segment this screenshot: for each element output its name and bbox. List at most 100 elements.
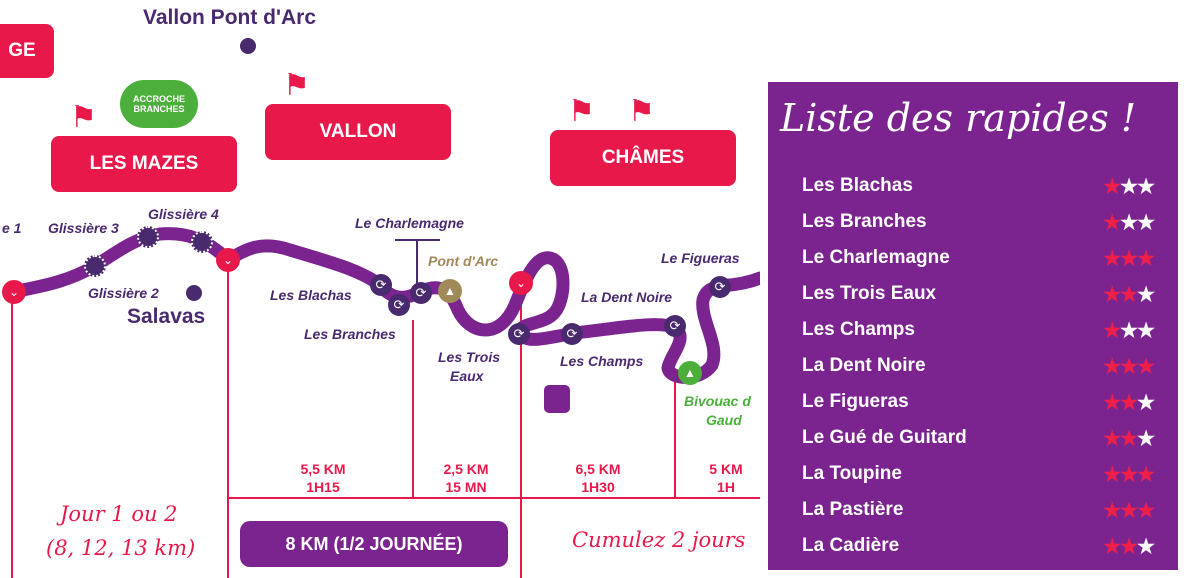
divider-line [228, 497, 760, 499]
star-icon: ★ [1137, 535, 1155, 558]
rapid-name: La Cadière [802, 535, 900, 556]
star-icon: ★ [1103, 499, 1121, 522]
rapid-swirl-icon: ⟳ [410, 282, 432, 304]
stop-box-vallon[interactable]: VALLON [265, 104, 451, 160]
star-icon: ★ [1120, 283, 1138, 306]
rapid-marker-icon [84, 255, 106, 277]
stop-label: LES MAZES [89, 153, 199, 174]
rapid-swirl-icon: ⟳ [709, 276, 731, 298]
label-bivouac: Bivouac d [684, 393, 751, 409]
flag-icon: ⚑ [568, 95, 595, 128]
segment-distance: 5,5 KM [300, 461, 346, 477]
stop-box-chames[interactable]: CHÂMES [550, 130, 736, 186]
label-trois-eaux-2: Eaux [450, 368, 484, 384]
star-icon: ★ [1120, 211, 1138, 234]
accroche-branches-logo: ACCROCHE BRANCHES [120, 80, 198, 128]
label-glissiere-4: Glissière 4 [148, 206, 219, 222]
segment-distance: 2,5 KM [443, 461, 489, 477]
rapid-swirl-icon: ⟳ [370, 274, 392, 296]
bus-icon [544, 385, 570, 413]
label-glissiere-1: e 1 [2, 220, 22, 236]
stop-box-partial[interactable]: GE [0, 24, 54, 78]
half-day-label: 8 KM (1/2 JOURNÉE) [285, 533, 463, 554]
rapid-name: La Toupine [802, 463, 902, 484]
segment-distance: 5 KM [709, 461, 743, 477]
rapid-list-item: Les Trois Eaux★★★ [802, 276, 1155, 312]
rapid-name: Le Gué de Guitard [802, 427, 967, 448]
star-icon: ★ [1120, 355, 1138, 378]
star-icon: ★ [1137, 463, 1155, 486]
rapid-swirl-icon: ⟳ [664, 315, 686, 337]
rapid-list-item: La Pastière★★★ [802, 492, 1155, 528]
star-icon: ★ [1103, 355, 1121, 378]
half-day-button[interactable]: 8 KM (1/2 JOURNÉE) [240, 521, 508, 567]
star-icon: ★ [1120, 535, 1138, 558]
rapid-name: Les Trois Eaux [802, 283, 937, 304]
star-icon: ★ [1137, 355, 1155, 378]
divider-line [412, 320, 414, 498]
rapid-name: La Pastière [802, 499, 904, 520]
star-icon: ★ [1120, 391, 1138, 414]
stop-box-les-mazes[interactable]: LES MAZES [51, 136, 237, 192]
star-icon: ★ [1103, 319, 1121, 342]
label-branches: Les Branches [304, 326, 396, 342]
rapid-swirl-icon: ⟳ [508, 323, 530, 345]
star-icon: ★ [1137, 211, 1155, 234]
star-icon: ★ [1103, 283, 1121, 306]
label-pont-darc: Pont d'Arc [428, 253, 499, 269]
star-rating: ★★★ [1103, 390, 1155, 415]
rapid-name: La Dent Noire [802, 355, 926, 376]
rapid-list-item: Les Champs★★★ [802, 312, 1155, 348]
town-dot [240, 38, 256, 54]
rapid-list-item: Le Charlemagne★★★ [802, 240, 1155, 276]
star-icon: ★ [1137, 175, 1155, 198]
town-vallon-pont-darc: Vallon Pont d'Arc [143, 6, 317, 29]
cumulate-note: Cumulez 2 jours [572, 528, 746, 552]
star-icon: ★ [1120, 499, 1138, 522]
rapid-name: Les Blachas [802, 175, 913, 196]
rapid-list-item: La Dent Noire★★★ [802, 348, 1155, 384]
rapid-list-item: Les Branches★★★ [802, 204, 1155, 240]
label-glissiere-3: Glissière 3 [48, 220, 119, 236]
stop-marker-icon: ⌄ [2, 280, 26, 304]
label-trois-eaux: Les Trois [438, 349, 500, 365]
rapid-list-item: La Cadière★★★ [802, 528, 1155, 564]
star-icon: ★ [1120, 175, 1138, 198]
star-rating: ★★★ [1103, 318, 1155, 343]
rapid-name: Le Figueras [802, 391, 909, 412]
segment-4: 5 KM 1H [681, 460, 771, 496]
segment-time: 15 MN [445, 479, 487, 495]
day-note: Jour 1 ou 2 [60, 502, 178, 526]
star-rating: ★★★ [1103, 210, 1155, 235]
town-salavas: Salavas [127, 305, 206, 328]
arch-icon: ▲ [438, 279, 462, 303]
stop-label: GE [8, 40, 36, 61]
segment-time: 1H30 [581, 479, 615, 495]
logo-text: ACCROCHE BRANCHES [132, 94, 185, 114]
rapid-list-item: Le Figueras★★★ [802, 384, 1155, 420]
rapid-marker-icon [191, 231, 213, 253]
divider-line [227, 262, 229, 578]
star-icon: ★ [1137, 283, 1155, 306]
stop-marker-icon: ⌄ [216, 248, 240, 272]
star-icon: ★ [1137, 319, 1155, 342]
star-icon: ★ [1137, 391, 1155, 414]
rapids-list-panel: Liste des rapides ! Les Blachas★★★Les Br… [768, 82, 1178, 570]
divider-line [520, 285, 522, 578]
rapid-swirl-icon: ⟳ [388, 294, 410, 316]
divider-line [674, 380, 676, 498]
star-icon: ★ [1103, 391, 1121, 414]
star-icon: ★ [1103, 247, 1121, 270]
star-rating: ★★★ [1103, 282, 1155, 307]
label-champs: Les Champs [560, 353, 644, 369]
stop-label: CHÂMES [601, 147, 685, 168]
segment-time: 1H [717, 479, 735, 495]
divider-line [11, 292, 13, 578]
star-rating: ★★★ [1103, 174, 1155, 199]
star-icon: ★ [1103, 211, 1121, 234]
star-icon: ★ [1137, 499, 1155, 522]
star-rating: ★★★ [1103, 462, 1155, 487]
star-icon: ★ [1120, 463, 1138, 486]
